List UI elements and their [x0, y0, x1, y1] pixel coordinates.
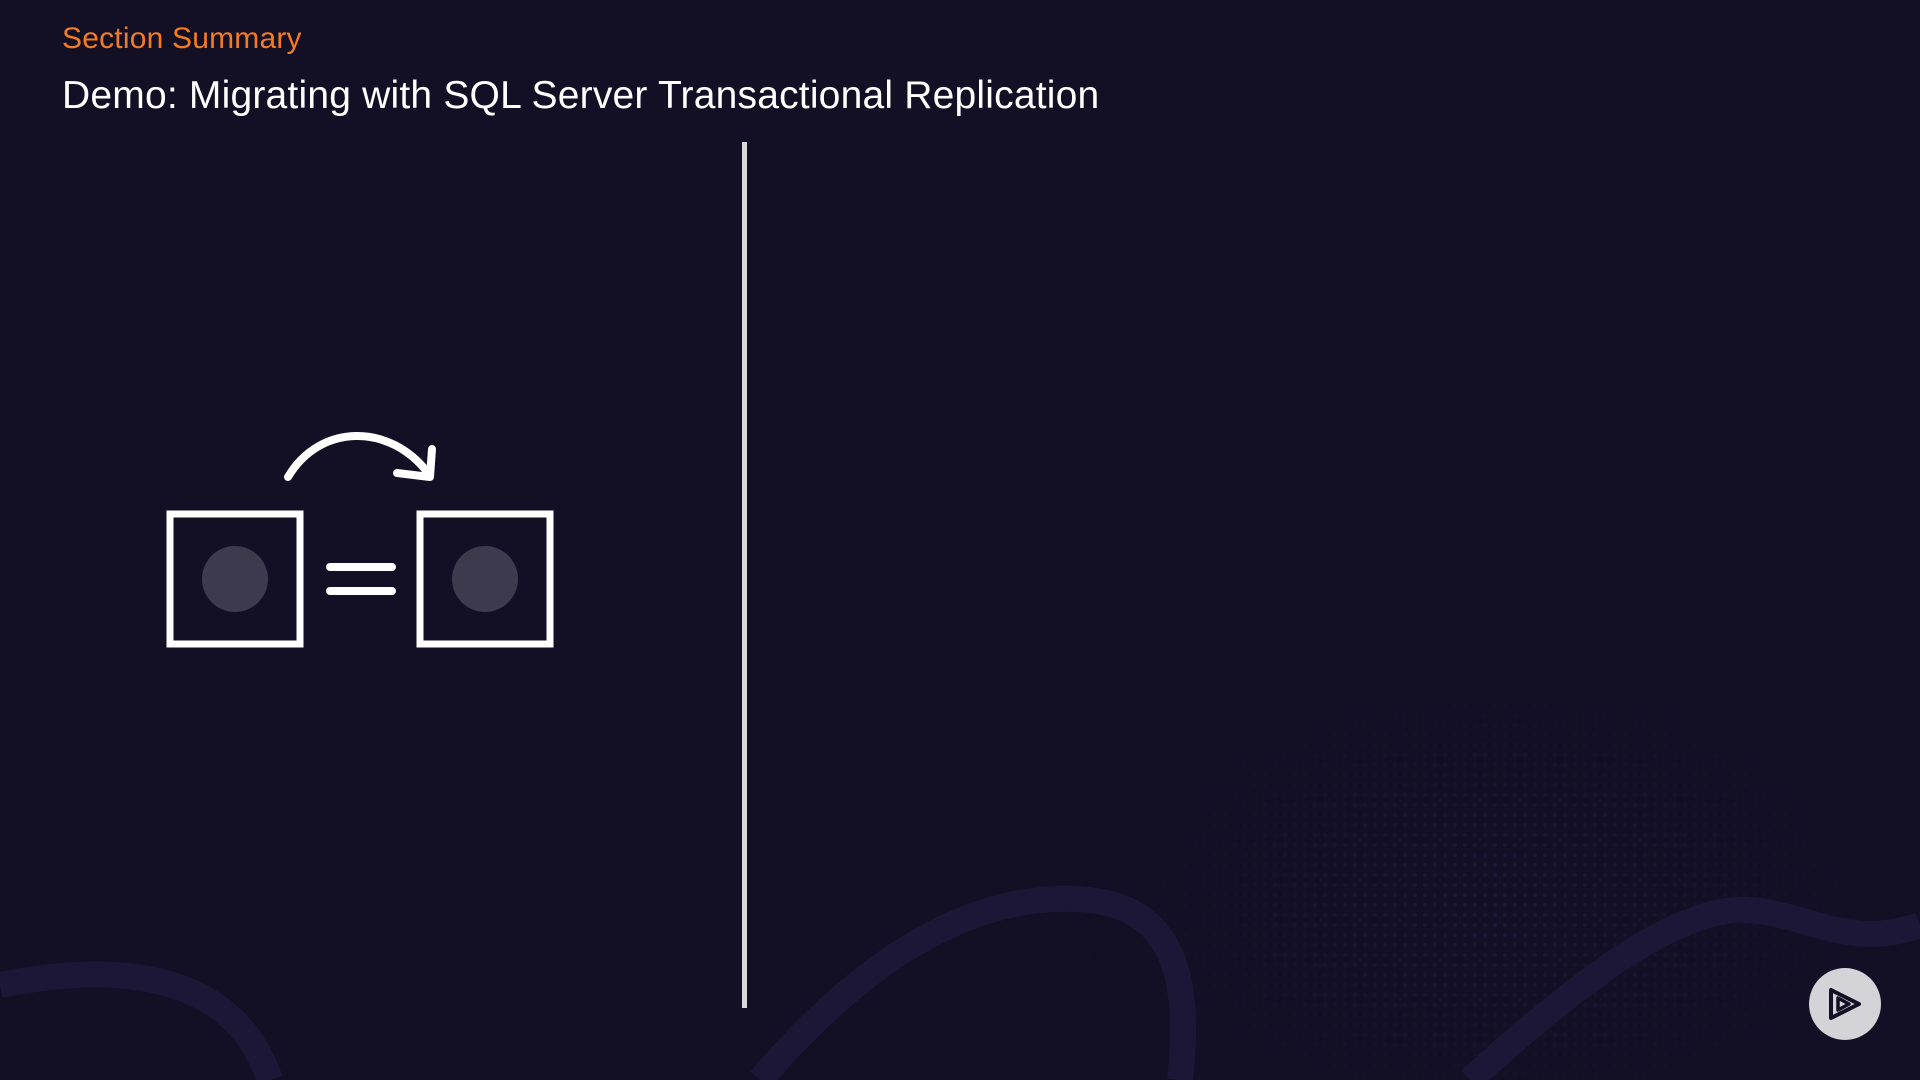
target-database-square-icon	[416, 510, 554, 648]
vertical-divider	[742, 142, 747, 1008]
wave-right	[1461, 896, 1920, 1080]
target-node-dot	[452, 546, 518, 612]
source-database-square-icon	[166, 510, 304, 648]
source-node-dot	[202, 546, 268, 612]
replication-diagram	[166, 432, 554, 648]
dot-pattern	[900, 640, 1920, 1080]
page-title: Demo: Migrating with SQL Server Transact…	[62, 74, 1100, 117]
pluralsight-play-icon	[1829, 988, 1861, 1020]
wave-middle	[750, 885, 1197, 1080]
equals-icon	[326, 563, 396, 595]
wave-left	[0, 961, 283, 1080]
curved-arrow-icon	[284, 432, 436, 481]
section-label: Section Summary	[62, 22, 302, 55]
pluralsight-logo-button[interactable]	[1809, 968, 1881, 1040]
